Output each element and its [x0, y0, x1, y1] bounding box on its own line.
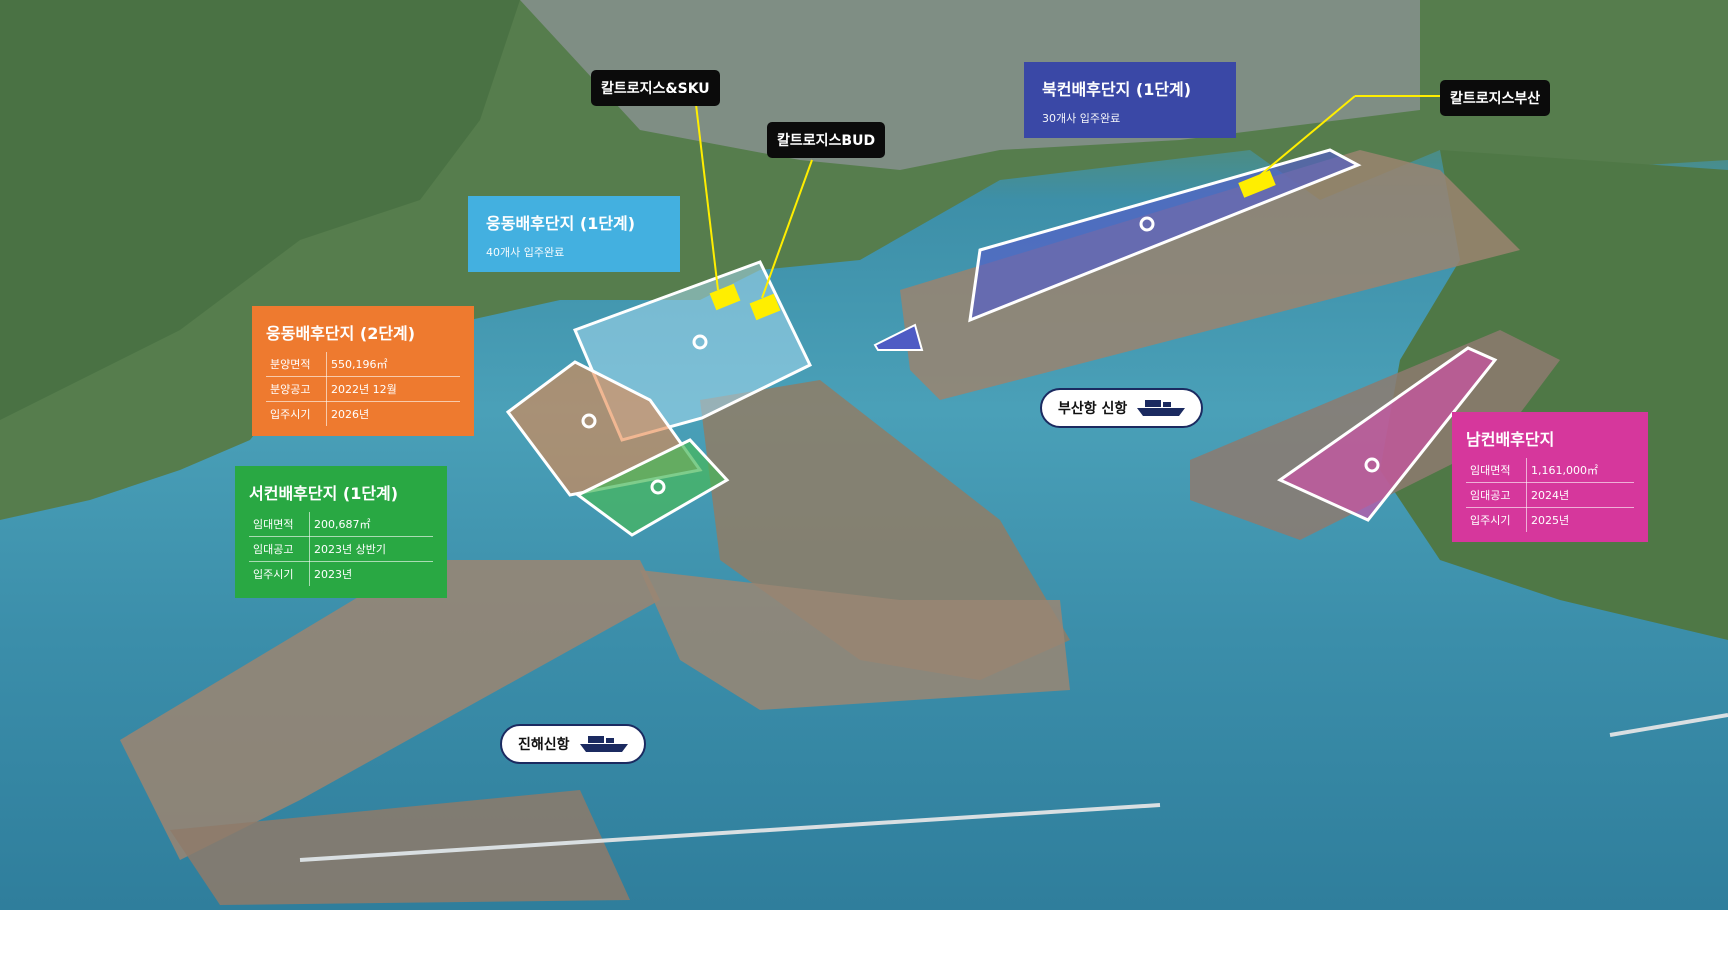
pier-north-terminal	[900, 150, 1520, 400]
zone-namcon-area	[1276, 346, 1498, 522]
info-key: 분양면적	[266, 352, 327, 377]
info-key: 임대공고	[249, 536, 310, 562]
info-value: 2023년	[314, 568, 353, 581]
info-value: 550,196㎡	[326, 352, 460, 377]
info-key: 임대면적	[1466, 458, 1527, 483]
zone-title: 서컨배후단지 (1단계)	[249, 484, 399, 503]
circle-marker-icon	[1364, 457, 1380, 473]
pier-jinhae-center	[640, 570, 1070, 710]
marker-busan	[1238, 170, 1276, 198]
info-key: 임대면적	[249, 512, 310, 537]
zone-title: 남컨배후단지	[1466, 430, 1555, 449]
info-key: 입주시기	[249, 561, 310, 586]
port-name: 진해신항	[518, 737, 570, 753]
info-value: 2026년	[331, 408, 370, 421]
company-tag-bud: 칼트로지스BUD	[767, 122, 886, 158]
ship-icon	[1137, 400, 1186, 416]
info-value: 2023년 상반기	[309, 536, 433, 562]
breakwater	[299, 803, 1161, 862]
zone-title: 북컨배후단지 (1단계)	[1042, 80, 1192, 99]
zone-label-bukcon1: 북컨배후단지 (1단계) 30개사 입주완료	[1024, 62, 1236, 138]
port-label-busan-new: 부산항 신항	[1040, 388, 1204, 428]
zone-label-ungdong1: 웅동배후단지 (1단계) 40개사 입주완료	[468, 196, 680, 272]
zone-bukcon1-area	[968, 148, 1362, 323]
info-key: 분양공고	[266, 376, 327, 402]
info-value: 2025년	[1531, 514, 1570, 527]
zone-status: 30개사 입주완료	[1042, 112, 1121, 125]
info-value: 200,687㎡	[309, 512, 433, 537]
pier-jinhae-south	[170, 790, 630, 905]
info-value: 2022년 12월	[326, 376, 460, 402]
info-key: 입주시기	[266, 401, 327, 426]
company-tag-busan: 칼트로지스부산	[1440, 80, 1551, 116]
zone-title: 웅동배후단지 (1단계)	[486, 214, 636, 233]
info-key: 입주시기	[1466, 507, 1527, 532]
port-name: 부산항 신항	[1058, 401, 1128, 417]
circle-marker-icon	[692, 334, 708, 350]
leader-line-busan-diag	[1251, 95, 1356, 183]
zone-status: 40개사 입주완료	[486, 246, 565, 259]
leader-line-sku	[694, 95, 719, 291]
port-label-jinhae-new: 진해신항	[500, 724, 646, 764]
bottom-white-band	[0, 910, 1728, 954]
ship-icon	[579, 736, 628, 752]
zone-small-blue	[873, 323, 924, 351]
info-value: 1,161,000㎡	[1526, 458, 1634, 483]
pier-jinhae-west	[120, 560, 660, 860]
info-value: 2024년	[1526, 482, 1634, 508]
leader-line-bud	[761, 159, 813, 299]
breakwater-east	[1609, 713, 1728, 737]
circle-marker-icon	[581, 413, 597, 429]
company-tag-sku: 칼트로지스&SKU	[591, 70, 720, 106]
marker-bud	[749, 293, 781, 321]
zone-title: 웅동배후단지 (2단계)	[266, 324, 416, 343]
marker-sku	[709, 283, 741, 311]
circle-marker-icon	[650, 479, 666, 495]
map-illustration	[0, 0, 1728, 905]
circle-marker-icon	[1139, 216, 1155, 232]
land-hills-left	[0, 0, 520, 420]
info-key: 임대공고	[1466, 482, 1527, 508]
